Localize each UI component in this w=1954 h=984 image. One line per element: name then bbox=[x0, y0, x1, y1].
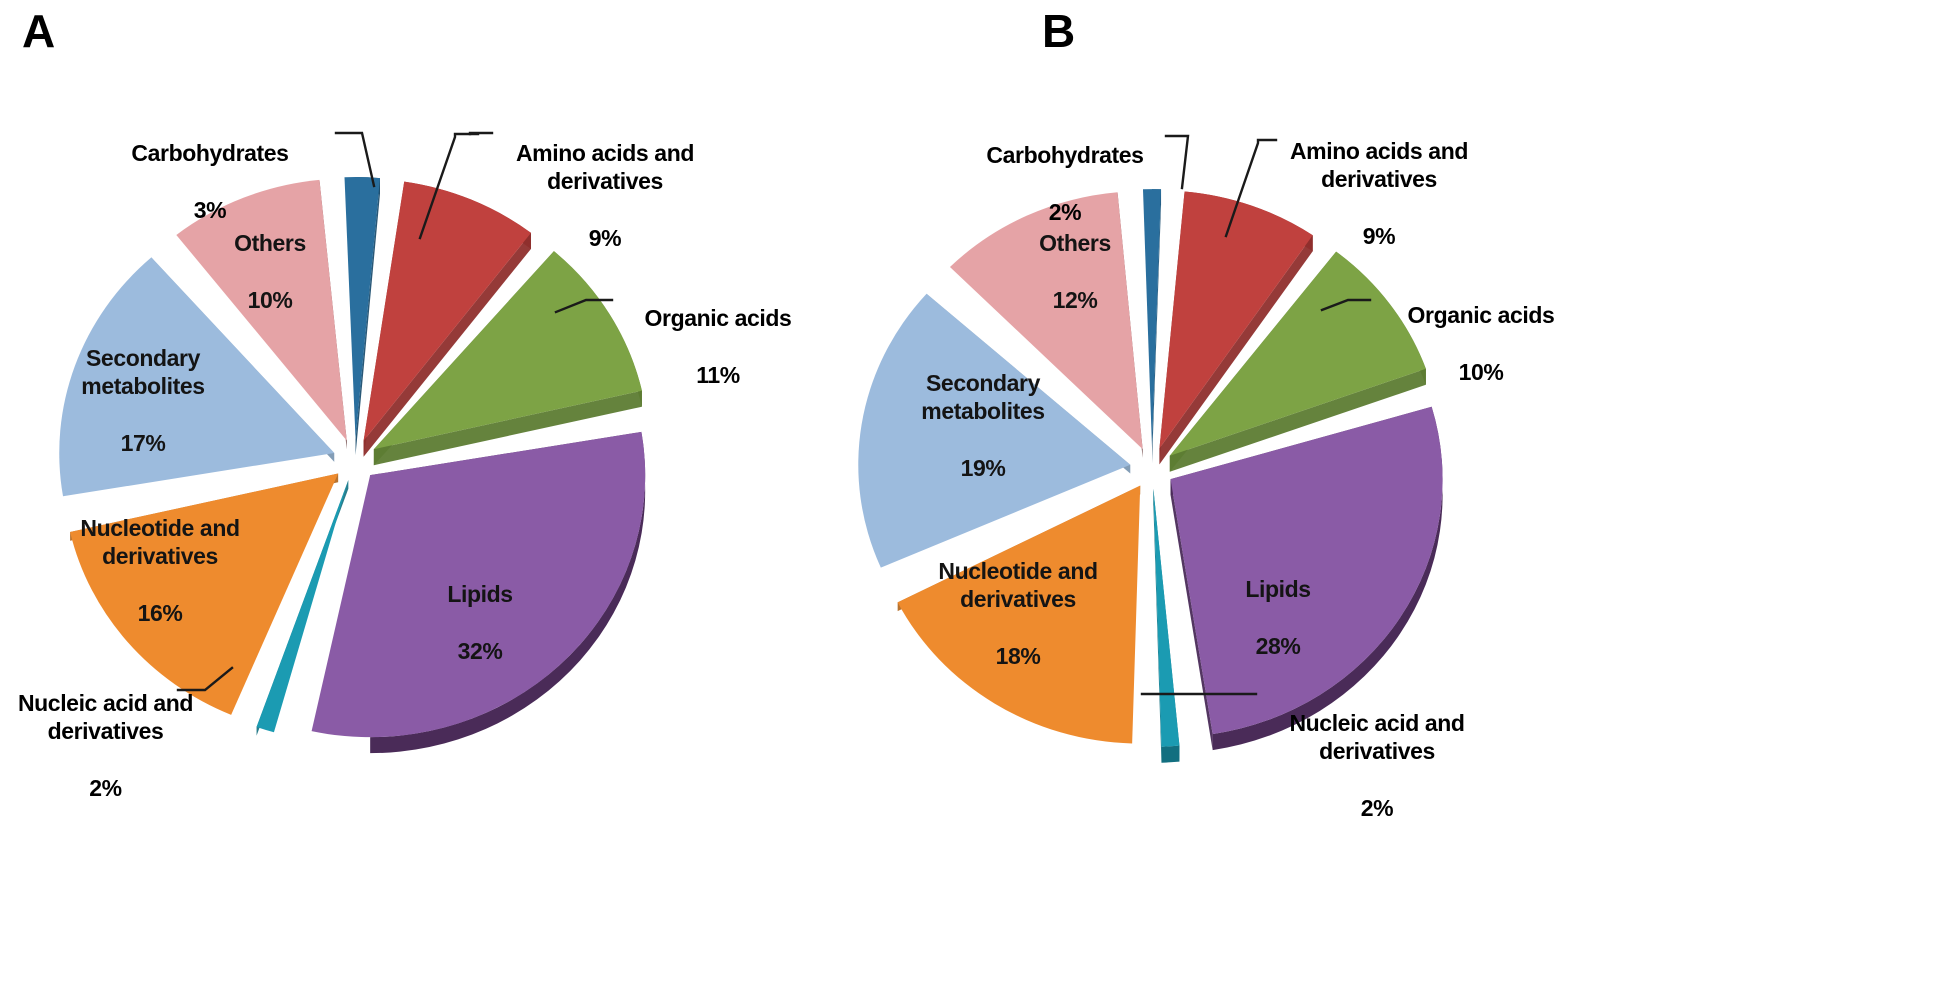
label-organic-a-value: 11% bbox=[696, 361, 740, 388]
label-secondary-b-value: 19% bbox=[960, 455, 1006, 482]
label-carbohydrates-b: Carbohydrates 2% bbox=[950, 112, 1180, 226]
label-amino-a-name: Amino acids and derivatives bbox=[515, 139, 695, 195]
label-carbohydrates-a-value: 3% bbox=[193, 196, 227, 223]
label-others-a: Others 10% bbox=[195, 200, 345, 314]
label-organic-a-name: Organic acids bbox=[644, 304, 792, 331]
label-organic-a: Organic acids 11% bbox=[618, 275, 818, 389]
panel-a: A Carbohydrates 3% Amino acids and deriv… bbox=[0, 0, 830, 984]
label-amino-a: Amino acids and derivatives 9% bbox=[480, 110, 730, 253]
label-amino-b-value: 9% bbox=[1362, 223, 1396, 250]
panel-b: B Carbohydrates 2% Amino acids and deriv… bbox=[830, 0, 1954, 984]
label-nucleotide-b: Nucleotide and derivatives 18% bbox=[898, 528, 1138, 671]
label-lipids-b: Lipids 28% bbox=[1198, 546, 1358, 660]
label-secondary-a-name: Secondary metabolites bbox=[81, 344, 205, 400]
label-nucleic-b-name: Nucleic acid and derivatives bbox=[1289, 709, 1465, 765]
label-others-b-value: 12% bbox=[1052, 286, 1098, 313]
label-lipids-a-name: Lipids bbox=[447, 580, 513, 607]
label-others-a-name: Others bbox=[234, 229, 306, 256]
label-organic-b-name: Organic acids bbox=[1407, 301, 1555, 328]
label-lipids-a-value: 32% bbox=[457, 637, 503, 664]
label-nucleic-a: Nucleic acid and derivatives 2% bbox=[0, 660, 213, 803]
label-secondary-b: Secondary metabolites 19% bbox=[888, 340, 1078, 483]
label-nucleotide-a: Nucleotide and derivatives 16% bbox=[40, 485, 280, 628]
label-lipids-b-name: Lipids bbox=[1245, 575, 1311, 602]
label-organic-b: Organic acids 10% bbox=[1376, 272, 1586, 386]
panel-a-letter: A bbox=[22, 5, 56, 57]
label-nucleotide-b-name: Nucleotide and derivatives bbox=[938, 557, 1098, 613]
label-nucleotide-b-value: 18% bbox=[995, 643, 1041, 670]
label-lipids-b-value: 28% bbox=[1255, 632, 1301, 659]
label-secondary-b-name: Secondary metabolites bbox=[921, 369, 1045, 425]
label-carbohydrates-b-name: Carbohydrates bbox=[986, 141, 1144, 168]
label-nucleotide-a-name: Nucleotide and derivatives bbox=[80, 514, 240, 570]
label-others-b-name: Others bbox=[1039, 229, 1111, 256]
label-nucleic-a-value: 2% bbox=[89, 775, 122, 802]
panel-b-pie-svg bbox=[858, 134, 1443, 763]
label-amino-b: Amino acids and derivatives 9% bbox=[1254, 108, 1504, 251]
label-nucleic-b-value: 2% bbox=[1360, 795, 1394, 822]
label-amino-a-value: 9% bbox=[588, 225, 622, 252]
label-others-b: Others 12% bbox=[1000, 200, 1150, 314]
label-secondary-a-value: 17% bbox=[120, 430, 166, 457]
label-nucleic-b: Nucleic acid and derivatives 2% bbox=[1262, 680, 1492, 823]
label-nucleic-a-name: Nucleic acid and derivatives bbox=[17, 689, 194, 745]
label-amino-b-name: Amino acids and derivatives bbox=[1289, 137, 1469, 193]
label-secondary-a: Secondary metabolites 17% bbox=[48, 315, 238, 458]
label-lipids-a: Lipids 32% bbox=[400, 551, 560, 665]
label-carbohydrates-a-name: Carbohydrates bbox=[131, 139, 289, 166]
label-organic-b-value: 10% bbox=[1458, 358, 1504, 385]
panel-a-pie-svg bbox=[59, 131, 646, 754]
panel-b-letter: B bbox=[1042, 5, 1076, 57]
label-nucleotide-a-value: 16% bbox=[137, 600, 183, 627]
label-carbohydrates-b-value: 2% bbox=[1048, 198, 1082, 225]
label-carbohydrates-a: Carbohydrates 3% bbox=[90, 110, 330, 224]
label-others-a-value: 10% bbox=[247, 286, 293, 313]
